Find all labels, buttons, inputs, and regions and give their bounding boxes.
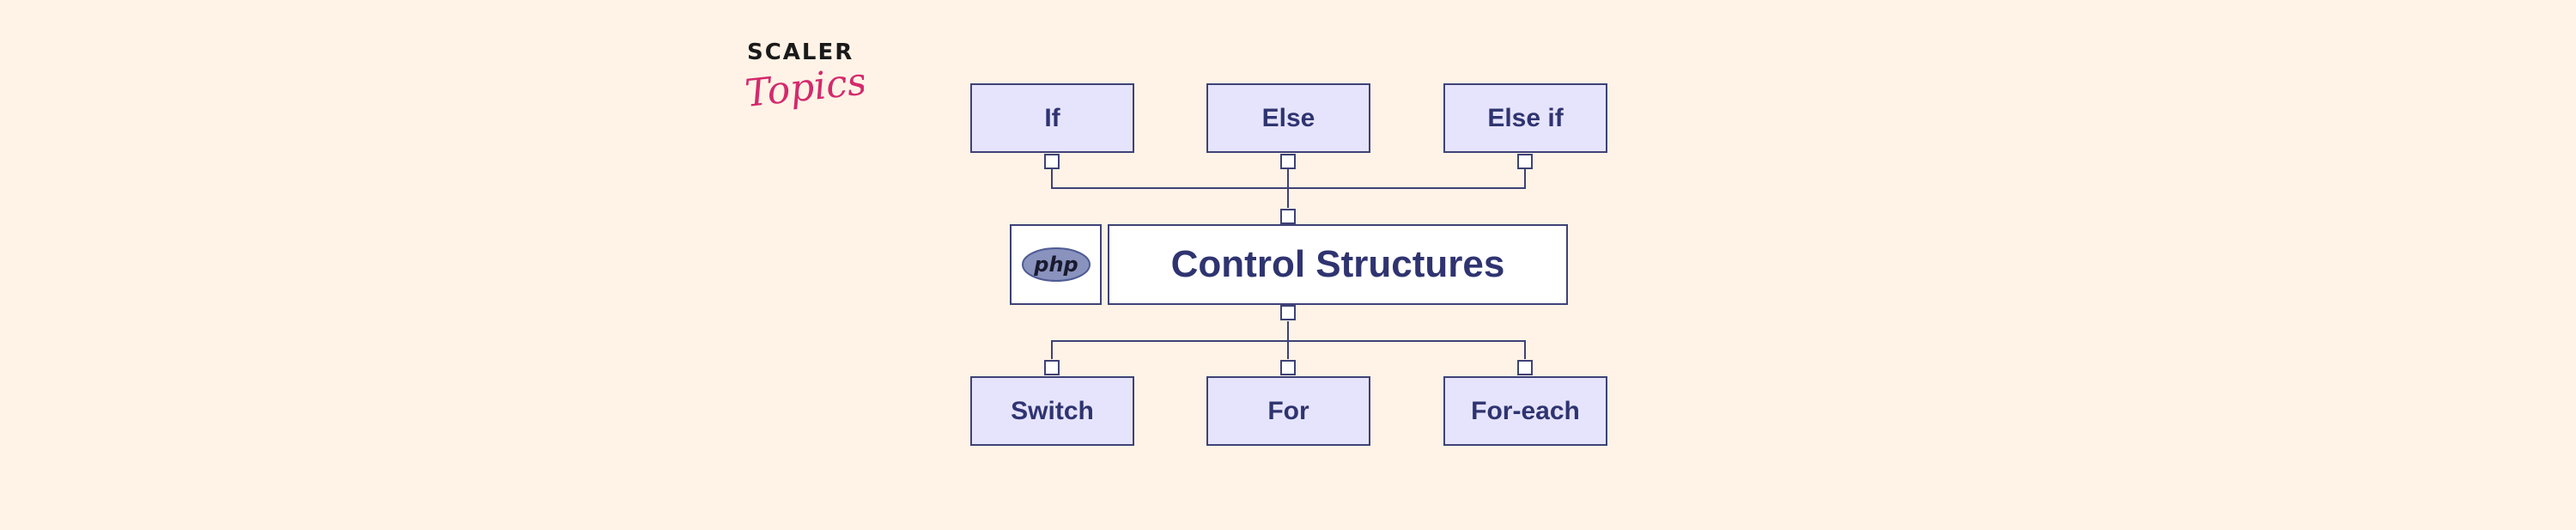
node-switch: Switch	[970, 376, 1134, 446]
port-switch-top	[1044, 360, 1060, 375]
node-else: Else	[1206, 83, 1370, 153]
port-else-bottom	[1280, 154, 1296, 169]
node-for: For	[1206, 376, 1370, 446]
port-else-if-bottom	[1517, 154, 1533, 169]
svg-text:Topics: Topics	[744, 59, 864, 116]
port-if-bottom	[1044, 154, 1060, 169]
port-center-bottom	[1280, 305, 1296, 320]
node-control-structures: Control Structures	[1108, 224, 1568, 305]
node-if: If	[970, 83, 1134, 153]
php-logo-box: php	[1010, 224, 1102, 305]
node-for-each: For-each	[1443, 376, 1607, 446]
port-for-each-top	[1517, 360, 1533, 375]
logo-product: Topics	[744, 59, 864, 116]
svg-text:php: php	[1033, 253, 1078, 277]
connector-else-if	[1288, 163, 1526, 189]
php-logo-icon: php	[1021, 247, 1091, 282]
node-else-if: Else if	[1443, 83, 1607, 153]
scaler-topics-logo: SCALER Topics	[744, 40, 864, 134]
logo-brand: SCALER	[747, 40, 854, 65]
connector-if	[1051, 163, 1288, 189]
port-center-top	[1280, 209, 1296, 224]
port-for-top	[1280, 360, 1296, 375]
